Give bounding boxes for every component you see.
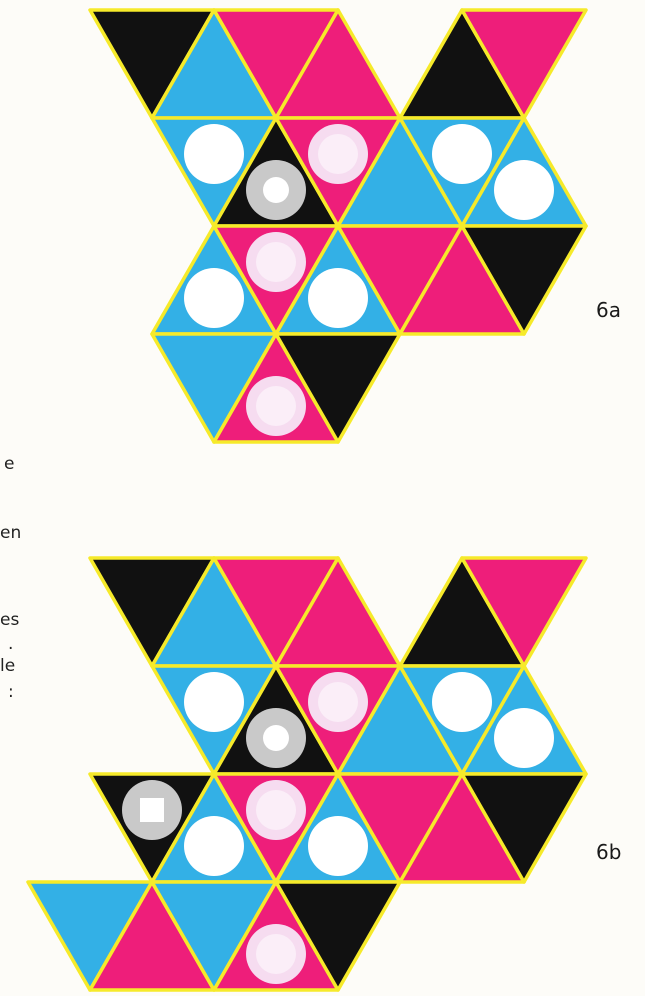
pink-disc-highlight: [318, 134, 358, 174]
ring-hole: [263, 177, 289, 203]
pink-disc-highlight: [256, 934, 296, 974]
white-disc-token: [184, 672, 244, 732]
square-hole: [140, 798, 164, 822]
white-disc-token: [494, 708, 554, 768]
white-disc-token: [308, 268, 368, 328]
cropped-text-fragment: .: [8, 636, 13, 653]
ring-hole: [263, 725, 289, 751]
figure-6a: [90, 10, 586, 442]
white-disc-token: [308, 816, 368, 876]
white-disc-token: [432, 672, 492, 732]
figure-label-6b: 6b: [596, 840, 621, 864]
cropped-text-fragment: es: [0, 612, 19, 629]
cropped-text-fragment: e: [4, 456, 14, 473]
figure-label-6a: 6a: [596, 298, 621, 322]
cropped-text-fragment: le: [0, 658, 15, 675]
white-disc-token: [494, 160, 554, 220]
white-disc-token: [432, 124, 492, 184]
cropped-text-fragment: en: [0, 525, 21, 542]
white-disc-token: [184, 268, 244, 328]
pink-disc-highlight: [256, 386, 296, 426]
figure-6b: [28, 558, 586, 990]
white-disc-token: [184, 124, 244, 184]
pink-disc-highlight: [256, 790, 296, 830]
pink-disc-highlight: [256, 242, 296, 282]
white-disc-token: [184, 816, 244, 876]
pink-disc-highlight: [318, 682, 358, 722]
cropped-text-fragment: :: [8, 684, 14, 701]
